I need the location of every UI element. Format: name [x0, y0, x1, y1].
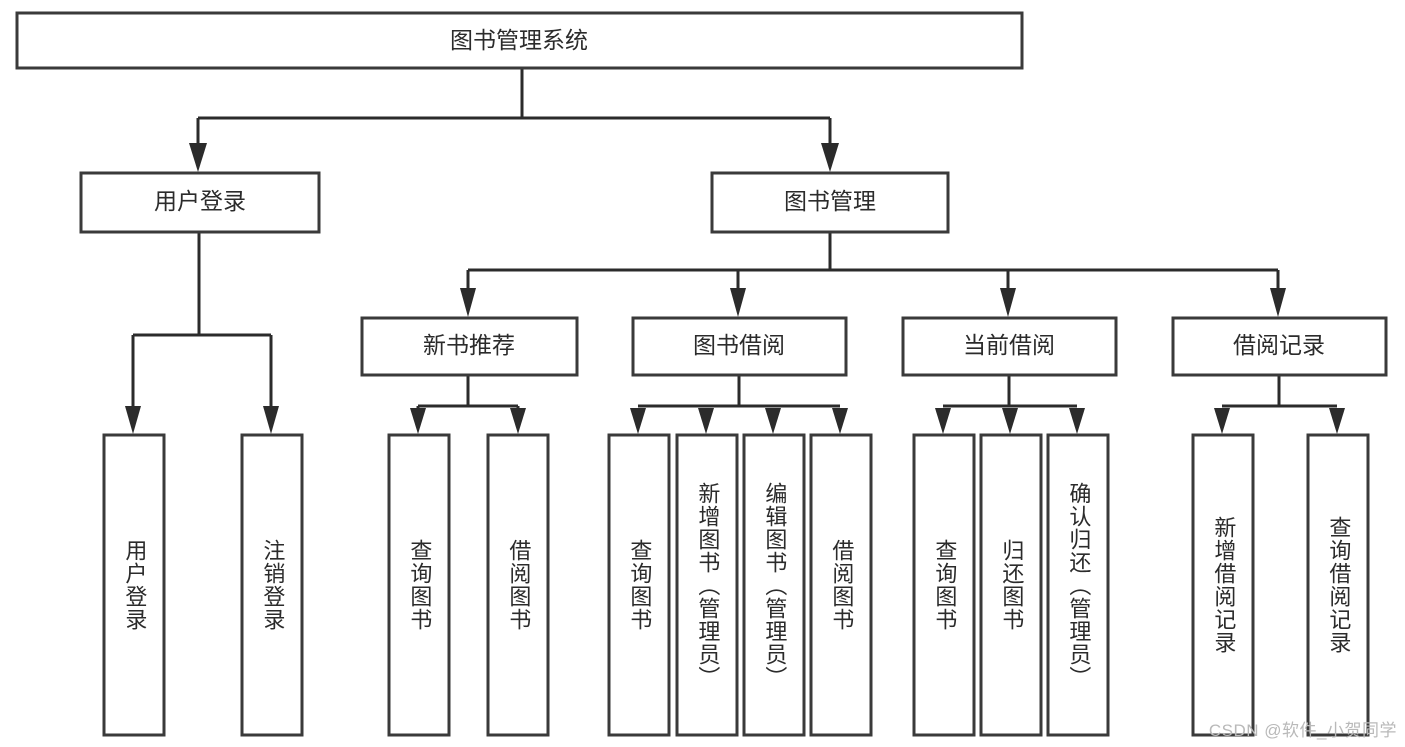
node-new-book-recommend[interactable] — [360, 316, 579, 377]
arrow-head-leaf-query-record — [1329, 408, 1345, 434]
node-layer: 图书管理系统 用户登录 图书管理 新书推荐 图书借阅 当前借阅 借阅记录 — [15, 11, 1388, 737]
arrow-head-new-book-recommend — [460, 288, 476, 317]
node-leaf-borrow-book-2[interactable] — [809, 433, 873, 737]
arrow-head-leaf-user-login — [125, 406, 141, 434]
arrow-head-leaf-query-book-3 — [935, 408, 951, 434]
node-leaf-query-book-2[interactable] — [607, 433, 671, 737]
arrow-head-book-management — [821, 143, 839, 172]
arrow-head-leaf-borrow-book-2 — [832, 408, 848, 434]
node-book-management-label: 图书管理 — [784, 188, 876, 214]
node-leaf-query-record[interactable] — [1306, 433, 1370, 737]
arrow-head-borrow-record — [1270, 288, 1286, 317]
node-leaf-add-book[interactable] — [675, 433, 739, 737]
csdn-watermark: CSDN @软件_小贺同学 — [1208, 721, 1397, 740]
node-current-borrow-label: 当前借阅 — [963, 332, 1055, 358]
node-leaf-add-record[interactable] — [1191, 433, 1255, 737]
arrow-head-leaf-query-book-2 — [630, 408, 646, 434]
node-book-borrow-label: 图书借阅 — [693, 332, 785, 358]
node-user-login[interactable] — [79, 171, 321, 234]
node-leaf-borrow-book-1[interactable] — [486, 433, 550, 737]
arrow-head-leaf-borrow-book-1 — [510, 408, 526, 434]
node-book-management[interactable] — [710, 171, 950, 234]
arrow-head-leaf-logout — [263, 406, 279, 434]
node-leaf-query-book-1[interactable] — [387, 433, 451, 737]
node-borrow-record-label: 借阅记录 — [1233, 332, 1325, 358]
node-leaf-return-book[interactable] — [979, 433, 1043, 737]
arrow-head-leaf-confirm-return — [1069, 408, 1085, 434]
node-borrow-record[interactable] — [1171, 316, 1388, 377]
node-user-login-label: 用户登录 — [154, 188, 246, 214]
arrow-head-leaf-add-record — [1214, 408, 1230, 434]
node-leaf-confirm-return[interactable] — [1046, 433, 1110, 737]
node-new-book-recommend-label: 新书推荐 — [423, 332, 515, 358]
connector-layer — [125, 68, 1345, 434]
node-leaf-edit-book[interactable] — [742, 433, 806, 737]
node-book-borrow[interactable] — [631, 316, 848, 377]
arrow-head-leaf-query-book-1 — [410, 408, 426, 434]
node-leaf-user-login[interactable] — [102, 433, 166, 737]
arrow-head-user-login — [189, 143, 207, 172]
node-leaf-query-book-3[interactable] — [912, 433, 976, 737]
node-current-borrow[interactable] — [901, 316, 1118, 377]
node-root[interactable] — [15, 11, 1024, 70]
arrow-head-current-borrow — [1000, 288, 1016, 317]
node-leaf-logout[interactable] — [240, 433, 304, 737]
node-root-label: 图书管理系统 — [450, 27, 588, 53]
arrow-head-leaf-add-book — [698, 408, 714, 434]
arrow-head-leaf-edit-book — [765, 408, 781, 434]
arrow-head-leaf-return-book — [1002, 408, 1018, 434]
arrow-head-book-borrow — [730, 288, 746, 317]
